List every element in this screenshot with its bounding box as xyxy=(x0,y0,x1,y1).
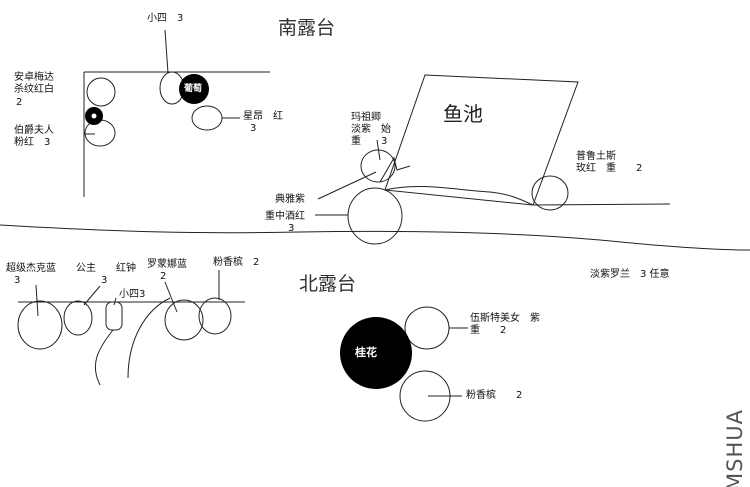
label-guihua: 桂花 xyxy=(355,346,377,359)
label-gongzhu: 公主 红钟 xyxy=(76,263,136,274)
label-fenxiang-bottom: 粉香槟 2 xyxy=(466,390,523,401)
label-wusi: 伍斯特美女 紫 xyxy=(470,313,540,324)
plant-xiaosi-bottom-box xyxy=(105,301,123,331)
leader-mazu-arrow xyxy=(379,156,411,183)
label-xingchang: 星昂 红 xyxy=(243,111,283,122)
garden-divider-curve xyxy=(0,224,750,251)
label-xiaosi-bottom: 小四3 xyxy=(119,289,146,300)
label-xiaosi-top: 小四 3 xyxy=(147,13,184,24)
label-danzi: 淡紫罗兰 3 任意 xyxy=(590,269,670,280)
label-bojue-sub: 粉红 3 xyxy=(14,137,51,148)
label-chaoji: 超级杰克蓝 xyxy=(6,263,56,274)
plant-small-black-dot xyxy=(91,113,97,119)
label-mazu-2: 淡紫 始 xyxy=(351,124,391,135)
fish-pond-title: 鱼池 xyxy=(443,102,483,126)
label-mazu-1: 玛祖卿 xyxy=(351,112,381,123)
label-chaoji-qty: 3 xyxy=(14,275,21,286)
label-zhongzhong: 重中酒红 xyxy=(265,211,305,222)
plant-andromeda-circle xyxy=(86,77,116,107)
watermark-text: MSHUA xyxy=(723,409,747,487)
leader-gongzhu xyxy=(83,285,101,306)
plant-bojue-circle xyxy=(84,119,116,147)
plant-fenxiang-top-circle xyxy=(198,297,232,335)
label-xingchang-qty: 3 xyxy=(250,123,257,134)
plant-wusi-circle xyxy=(404,306,450,350)
label-andromeda-qty: 2 xyxy=(16,97,23,108)
leader-luomeng xyxy=(164,281,178,313)
label-luomeng-qty: 2 xyxy=(160,271,167,282)
label-gongzhu-qty: 3 xyxy=(101,275,108,286)
plant-chaoji-circle xyxy=(17,300,63,350)
label-mazu-3: 重 3 xyxy=(351,136,388,147)
plant-luomeng-circle xyxy=(164,299,204,341)
label-putao: 葡萄 xyxy=(184,84,203,95)
label-pulu-sub: 玫红 重 2 xyxy=(576,163,643,174)
leader-mazu xyxy=(376,139,381,161)
pond-bank-curve xyxy=(384,186,671,206)
plant-pulu-circle xyxy=(531,175,569,211)
label-bojue: 伯爵夫人 xyxy=(14,125,54,136)
path-curve-right xyxy=(127,297,171,379)
south-terrace-title: 南露台 xyxy=(278,17,336,39)
north-terrace-title: 北露台 xyxy=(299,273,357,295)
plant-zhongzhong-circle xyxy=(347,187,403,245)
label-fenxiang-top: 粉香槟 2 xyxy=(213,257,260,268)
path-curve-left xyxy=(94,329,114,386)
leader-xiaosi-top xyxy=(164,29,169,74)
label-andromeda: 安卓梅达 xyxy=(14,72,54,83)
leader-dianya xyxy=(317,171,377,200)
leader-xiaosi-bottom xyxy=(113,297,117,306)
label-wusi-sub: 重 2 xyxy=(470,325,507,336)
fish-pond-outline xyxy=(384,74,579,206)
plant-xingchang-circle xyxy=(191,105,223,131)
label-andromeda-sub: 杀纹红白 xyxy=(14,84,54,95)
label-zhongzhong-qty: 3 xyxy=(288,223,295,234)
leader-chaoji xyxy=(35,284,39,317)
label-dianya: 典雅紫 xyxy=(275,194,305,205)
label-luomeng: 罗蒙娜蓝 xyxy=(147,259,187,270)
label-pulu: 普鲁土斯 xyxy=(576,151,616,162)
plant-gongzhu-circle xyxy=(63,300,93,336)
